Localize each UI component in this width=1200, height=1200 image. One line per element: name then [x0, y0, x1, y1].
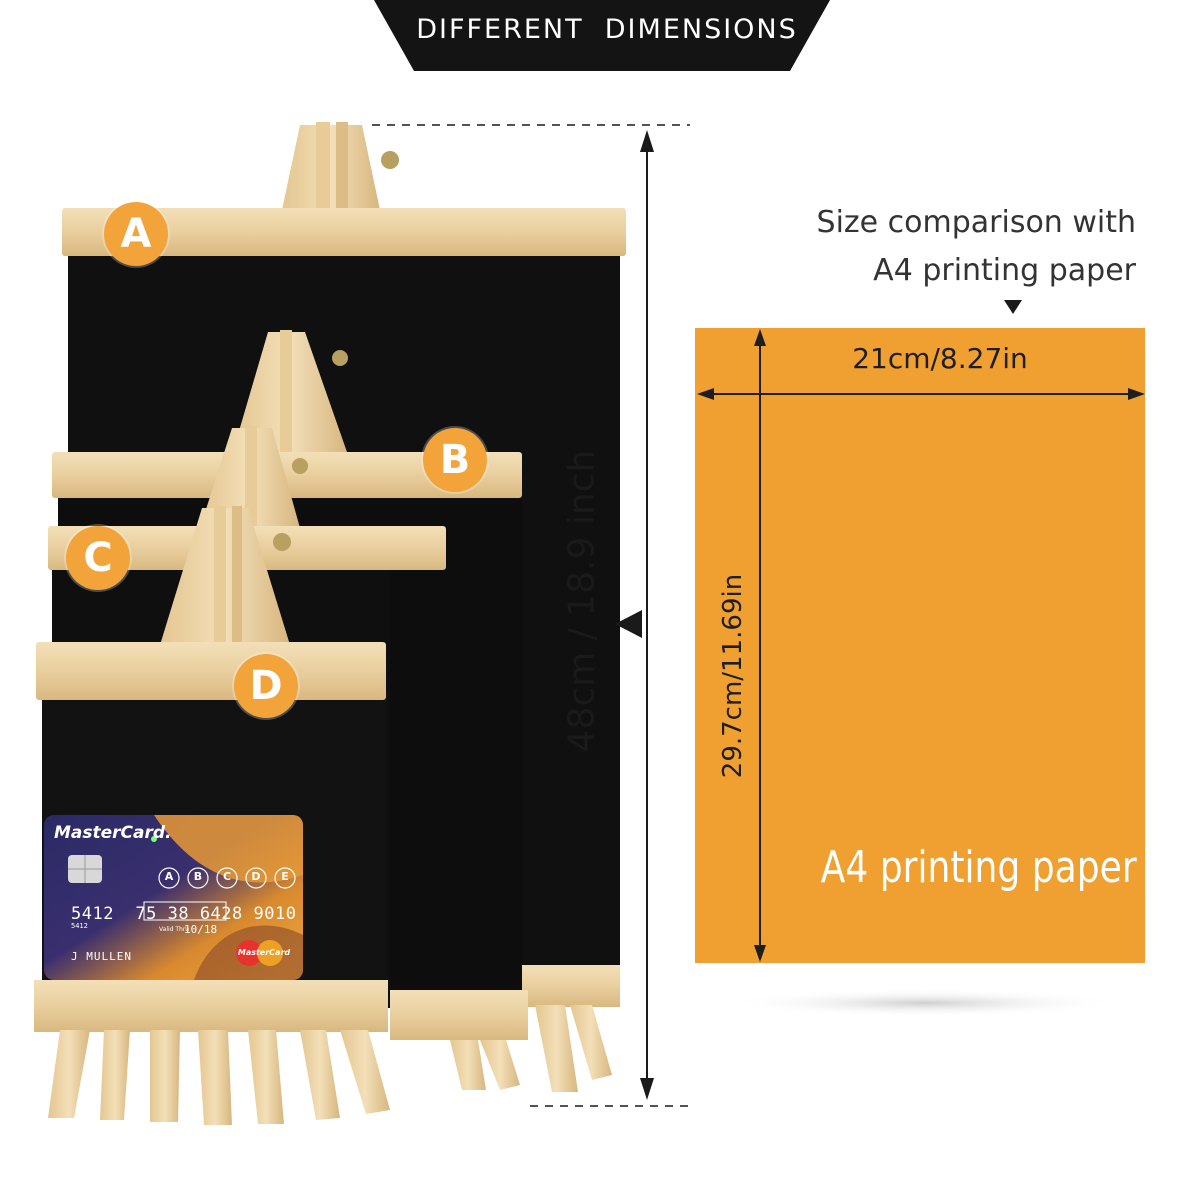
card-letter-b: B	[193, 870, 203, 883]
card-number: 5412 75 38 6428 9010	[71, 904, 297, 924]
caption-pointer-icon	[1004, 300, 1022, 314]
card-background	[44, 815, 303, 980]
easel-height-arrow	[372, 124, 695, 1107]
badge-b: B	[423, 428, 487, 492]
credit-card: MasterCard. A B C D E 5412 75 38 6428 90…	[44, 815, 303, 980]
a4-shadow	[725, 989, 1125, 1017]
badge-d: D	[234, 654, 298, 718]
card-letter-a: A	[164, 870, 174, 883]
card-letter-c: C	[222, 870, 232, 883]
a4-paper	[695, 328, 1145, 963]
easel-height-label: 48cm / 18.9 inch	[561, 449, 603, 753]
banner-title: DIFFERENT DIMENSIONS	[416, 14, 798, 45]
card-number-small: 5412	[71, 922, 88, 930]
card-letter-d: D	[251, 870, 261, 883]
pointer-triangle-icon	[615, 610, 642, 638]
comparison-caption-line2: A4 printing paper	[873, 253, 1136, 288]
card-holder-name: J MULLEN	[71, 950, 132, 963]
wing-nut-icon	[273, 533, 291, 551]
a4-paper-label: A4 printing paper	[820, 842, 1137, 893]
a4-height-label: 29.7cm/11.69in	[718, 573, 748, 779]
comparison-caption-line1: Size comparison with	[816, 205, 1136, 240]
card-brand: MasterCard.	[54, 823, 172, 843]
card-letter-e: E	[281, 870, 289, 883]
status-dot-icon	[151, 836, 157, 842]
banner-background	[374, 0, 830, 71]
mastercard-logo-icon	[236, 940, 262, 966]
a4-width-label: 21cm/8.27in	[852, 342, 1028, 375]
badge-a: A	[104, 202, 168, 266]
card-expiry: 10/18	[184, 923, 218, 936]
card-logo-text: MasterCard	[237, 948, 291, 957]
wing-nut-icon	[381, 151, 399, 169]
wing-nut-icon	[292, 458, 308, 474]
badge-c: C	[66, 526, 130, 590]
wing-nut-icon	[332, 350, 348, 366]
card-valid-thru: Valid Thru	[159, 926, 190, 933]
